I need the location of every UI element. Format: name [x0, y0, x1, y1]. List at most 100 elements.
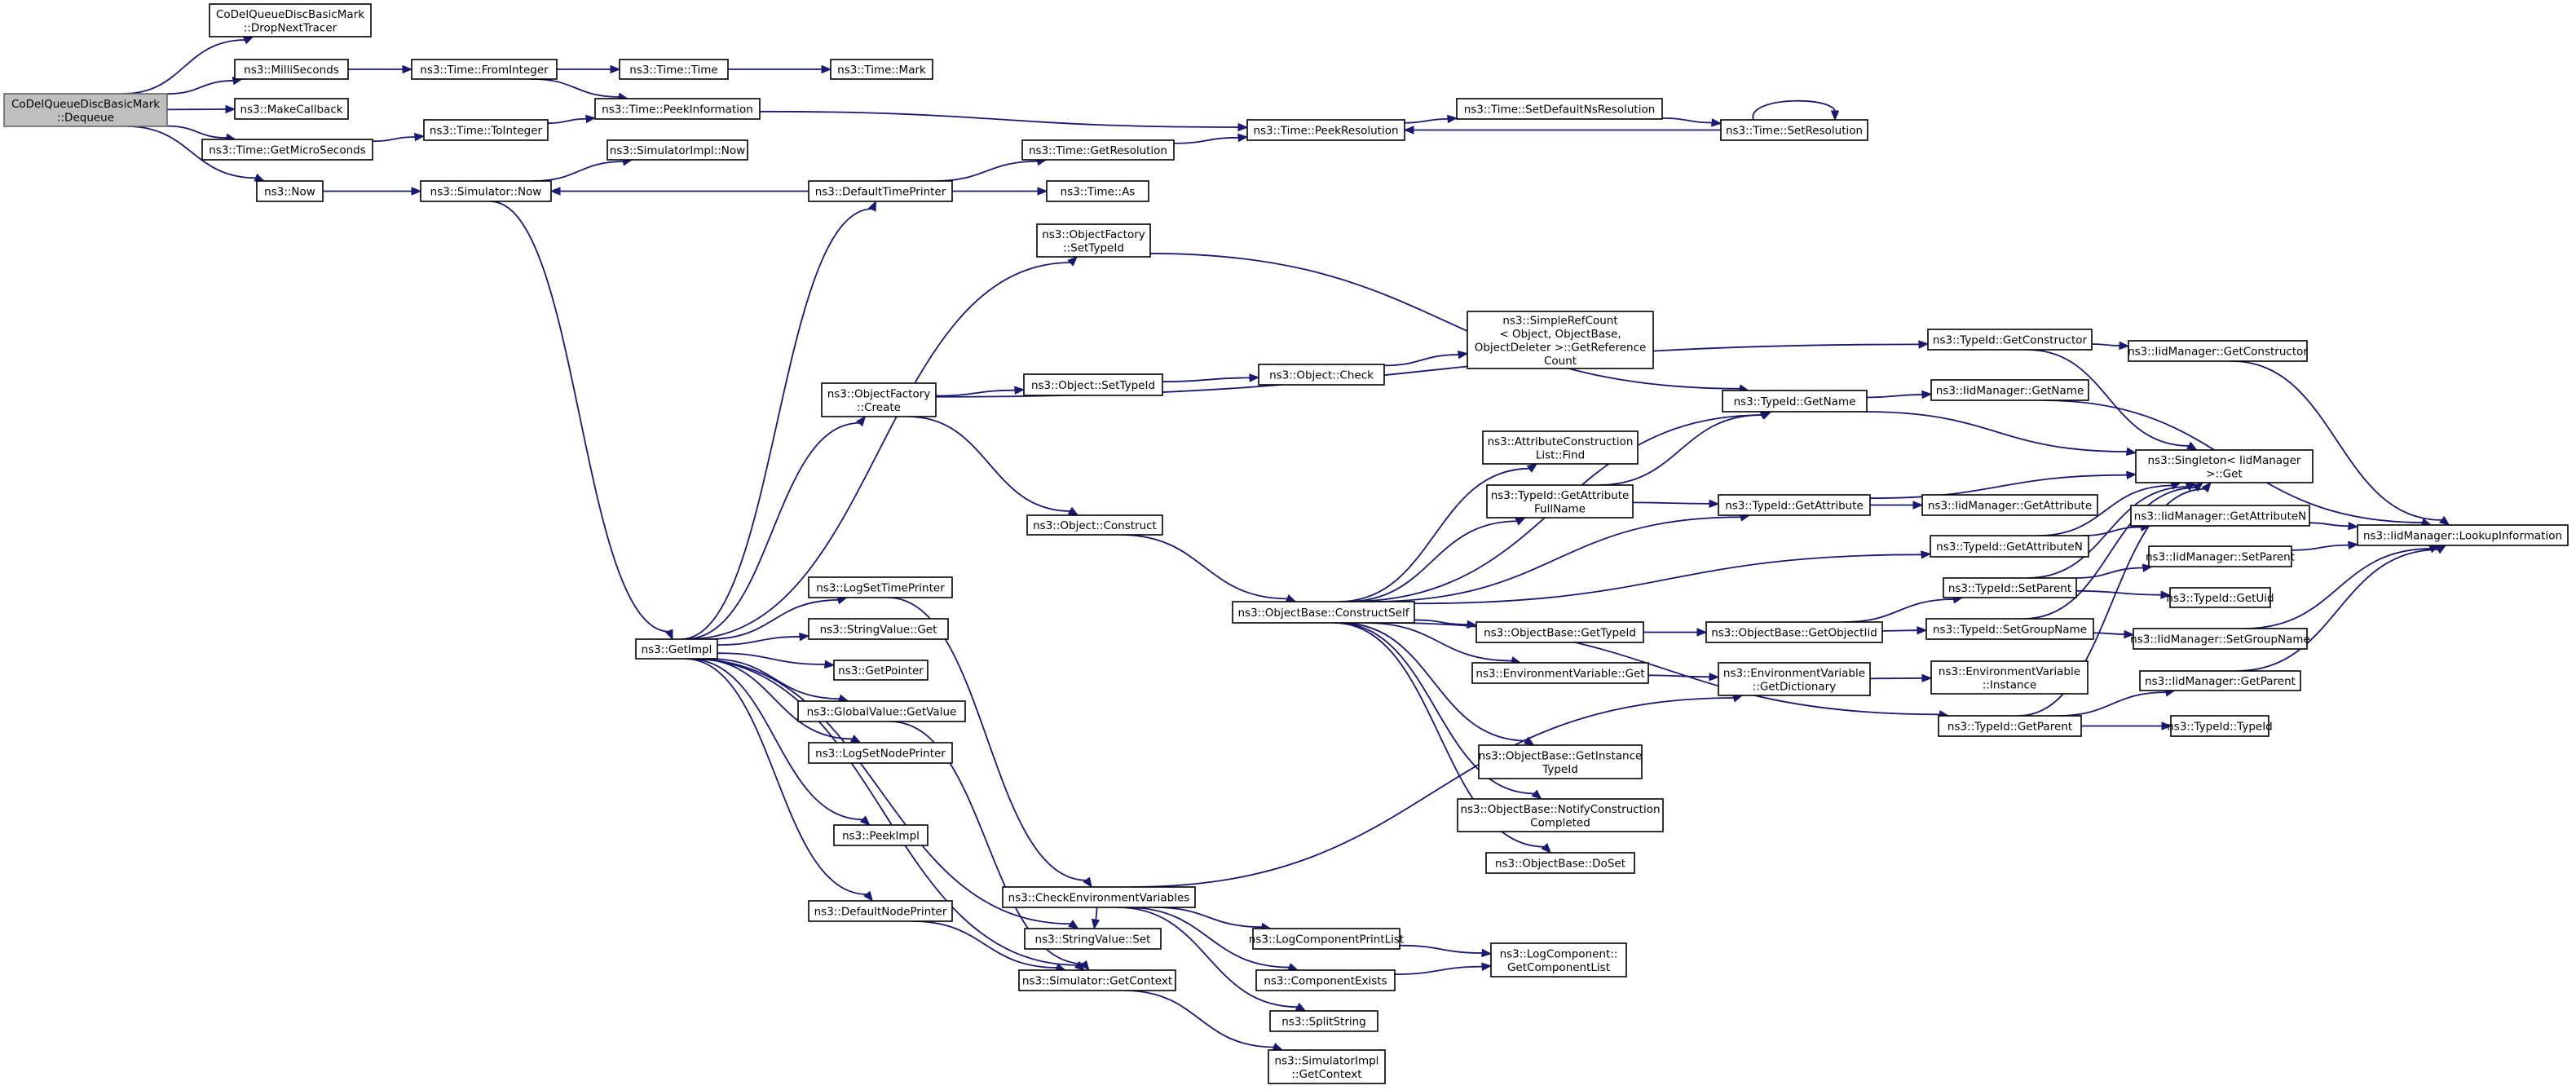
node-peekinfo[interactable]: ns3::Time::PeekInformation: [594, 98, 761, 120]
node-getpointer[interactable]: ns3::GetPointer: [833, 660, 929, 681]
node-checkenv[interactable]: ns3::CheckEnvironmentVariables: [1002, 886, 1196, 908]
node-label-line: CoDelQueueDiscBasicMark: [11, 98, 160, 111]
node-splitstring[interactable]: ns3::SplitString: [1269, 1010, 1378, 1032]
node-defaulttp[interactable]: ns3::DefaultTimePrinter: [808, 180, 953, 202]
edge-line: [166, 80, 235, 95]
node-tidgetattr[interactable]: ns3::TypeId::GetAttribute: [1718, 494, 1871, 516]
node-iidsetgroup[interactable]: ns3::IidManager::SetGroupName: [2130, 628, 2310, 650]
edge-line: [1339, 467, 1531, 602]
node-simimplnow[interactable]: ns3::SimulatorImpl::Now: [607, 139, 748, 161]
node-compexists[interactable]: ns3::ComponentExists: [1255, 969, 1396, 991]
node-tidgetuid[interactable]: ns3::TypeId::GetUid: [2166, 587, 2274, 608]
node-time[interactable]: ns3::Time::Time: [619, 59, 729, 80]
arrowhead-icon: [414, 132, 426, 142]
node-iidgetname[interactable]: ns3::IidManager::GetName: [1930, 379, 2089, 401]
edge-line: [1752, 99, 1837, 121]
node-tidtypeid[interactable]: ns3::TypeId::TypeId: [2167, 715, 2273, 737]
node-tidgetctor[interactable]: ns3::TypeId::GetConstructor: [1927, 329, 2093, 351]
node-iidlookup[interactable]: ns3::IidManager::LookupInformation: [2357, 524, 2569, 546]
node-tidgetparent[interactable]: ns3::TypeId::GetParent: [1938, 715, 2082, 737]
node-envinst[interactable]: ns3::EnvironmentVariable::Instance: [1930, 660, 2089, 695]
node-iidsetparent[interactable]: ns3::IidManager::SetParent: [2146, 545, 2295, 567]
node-logcpl[interactable]: ns3::LogComponentPrintList: [1249, 928, 1404, 950]
node-tidsetparent[interactable]: ns3::TypeId::SetParent: [1943, 577, 2077, 598]
edge-getimpl-to-defaulttp: [681, 200, 876, 640]
node-label-line: ns3::Time::ToInteger: [430, 125, 543, 138]
node-objcheck[interactable]: ns3::Object::Check: [1258, 364, 1385, 386]
node-ofsettypeid[interactable]: ns3::ObjectFactory::SetTypeId: [1036, 223, 1151, 258]
arrowhead-icon: [1272, 1043, 1284, 1051]
node-simimplgetctx[interactable]: ns3::SimulatorImpl::GetContext: [1268, 1049, 1386, 1084]
node-dropnext[interactable]: CoDelQueueDiscBasicMark::DropNextTracer: [209, 3, 372, 38]
arrowhead-icon: [1037, 187, 1048, 196]
node-getmicro[interactable]: ns3::Time::GetMicroSeconds: [201, 139, 373, 161]
node-mark[interactable]: ns3::Time::Mark: [830, 59, 933, 80]
node-millis[interactable]: ns3::MilliSeconds: [234, 59, 349, 80]
node-peekres[interactable]: ns3::Time::PeekResolution: [1246, 119, 1405, 141]
node-box: [1943, 577, 2077, 598]
node-iidgetattr[interactable]: ns3::IidManager::GetAttribute: [1921, 494, 2098, 516]
node-label-line: ns3::ObjectBase::NotifyConstruction: [1460, 803, 1660, 816]
node-obgetoid[interactable]: ns3::ObjectBase::GetObjectIid: [1705, 621, 1883, 643]
node-label-line: List::Find: [1536, 448, 1585, 461]
node-makecb[interactable]: ns3::MakeCallback: [234, 98, 349, 120]
node-svget[interactable]: ns3::StringValue::Get: [808, 618, 949, 640]
node-root[interactable]: CoDelQueueDiscBasicMark::Dequeue: [3, 93, 168, 127]
node-tidgetattrn[interactable]: ns3::TypeId::GetAttributeN: [1930, 535, 2089, 558]
node-tidgetname[interactable]: ns3::TypeId::GetName: [1722, 390, 1868, 413]
node-objconstruct[interactable]: ns3::Object::Construct: [1026, 514, 1163, 536]
node-tointeger[interactable]: ns3::Time::ToInteger: [423, 119, 549, 141]
node-now[interactable]: ns3::Now: [256, 180, 324, 202]
node-box: [1023, 373, 1163, 396]
node-simgetctx[interactable]: ns3::Simulator::GetContext: [1018, 969, 1176, 991]
node-getimpl[interactable]: ns3::GetImpl: [635, 638, 718, 660]
node-singleton[interactable]: ns3::Singleton< IidManager>::Get: [2135, 449, 2314, 483]
arrowhead-icon: [402, 64, 413, 74]
node-obnotify[interactable]: ns3::ObjectBase::NotifyConstructionCompl…: [1457, 798, 1664, 832]
node-getres[interactable]: ns3::Time::GetResolution: [1021, 139, 1175, 161]
node-setdefns[interactable]: ns3::Time::SetDefaultNsResolution: [1456, 98, 1663, 120]
node-constructself[interactable]: ns3::ObjectBase::ConstructSelf: [1232, 601, 1415, 624]
node-peekimpl[interactable]: ns3::PeekImpl: [833, 824, 929, 846]
edge-line: [1598, 414, 1762, 486]
arrowhead-icon: [1921, 550, 1932, 559]
node-logsetnp[interactable]: ns3::LogSetNodePrinter: [808, 742, 953, 764]
node-setres[interactable]: ns3::Time::SetResolution: [1720, 119, 1868, 141]
edge-line: [759, 110, 1240, 128]
node-envgetdict[interactable]: ns3::EnvironmentVariable::GetDictionary: [1718, 662, 1871, 696]
node-getcomplist[interactable]: ns3::LogComponent::GetComponentList: [1490, 942, 1627, 977]
node-frominteger[interactable]: ns3::Time::FromInteger: [411, 59, 558, 80]
node-iidgetparent[interactable]: ns3::IidManager::GetParent: [2139, 670, 2301, 691]
node-ofcreate[interactable]: ns3::ObjectFactory::Create: [821, 382, 937, 417]
edge-objconstruct-to-constructself: [1120, 534, 1297, 602]
node-defaultnp[interactable]: ns3::DefaultNodePrinter: [808, 900, 953, 922]
node-box: [1471, 662, 1649, 684]
node-logsettp[interactable]: ns3::LogSetTimePrinter: [808, 576, 953, 598]
node-obdoset[interactable]: ns3::ObjectBase::DoSet: [1485, 852, 1635, 874]
node-tidsetgroup[interactable]: ns3::TypeId::SetGroupName: [1925, 618, 2094, 640]
node-box: [2139, 670, 2301, 691]
node-label-line: ns3::LogComponent::: [1500, 947, 1618, 960]
node-box: [1467, 311, 1654, 369]
node-box: [234, 59, 349, 80]
node-simnow[interactable]: ns3::Simulator::Now: [420, 180, 552, 202]
node-label-line: GetComponentList: [1507, 961, 1610, 974]
node-label-line: ns3::Time::Mark: [837, 64, 926, 77]
arrowhead-icon: [1709, 673, 1720, 682]
node-timeas[interactable]: ns3::Time::As: [1046, 180, 1149, 202]
node-gvgetvalue[interactable]: ns3::GlobalValue::GetValue: [797, 700, 966, 722]
node-objsettypeid[interactable]: ns3::Object::SetTypeId: [1023, 373, 1163, 396]
node-simpleref[interactable]: ns3::SimpleRefCount< Object, ObjectBase,…: [1467, 311, 1654, 369]
node-box: [808, 618, 949, 640]
arrowhead-icon: [1921, 673, 1933, 683]
node-label-line: ns3::IidManager::LookupInformation: [2363, 530, 2562, 543]
node-envget[interactable]: ns3::EnvironmentVariable::Get: [1471, 662, 1649, 684]
node-iidgetattrn[interactable]: ns3::IidManager::GetAttributeN: [2130, 505, 2310, 527]
node-svset[interactable]: ns3::StringValue::Set: [1024, 928, 1162, 950]
node-obgettypeid[interactable]: ns3::ObjectBase::GetTypeId: [1475, 621, 1644, 643]
edge-tidgetattr-to-iidgetattr: [1869, 501, 1924, 510]
node-iidgetctor[interactable]: ns3::IidManager::GetConstructor: [2128, 340, 2308, 362]
